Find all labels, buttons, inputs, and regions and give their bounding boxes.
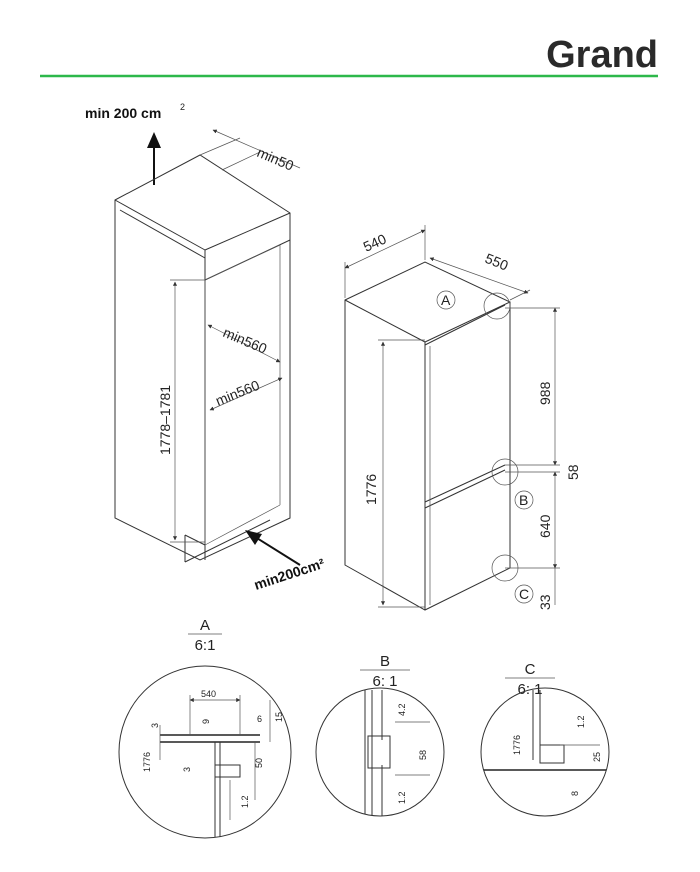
appliance-bottom-label: 33 — [537, 594, 553, 610]
bottom-vent-arrow — [251, 534, 301, 566]
appliance-drawing: 540 550 1776 988 58 640 33 A B C — [344, 225, 581, 611]
detail-c-letter: C — [525, 661, 536, 678]
callout-c: C — [519, 586, 529, 602]
detail-b-dim-1: 4.2 — [397, 703, 407, 716]
detail-b-letter: B — [380, 653, 390, 670]
appliance-depth-label: 550 — [483, 250, 511, 274]
detail-a-dim-9: 1.2 — [240, 795, 250, 808]
appliance-height-label: 1776 — [363, 474, 379, 505]
niche-width-label: min560 — [221, 324, 270, 357]
detail-a-dim-6: 1776 — [142, 752, 152, 772]
niche-drawing: min50 1778–1781 min560 min560 min200cm² — [114, 129, 327, 593]
detail-c-dim-3: 25 — [592, 752, 602, 762]
detail-b-dim-2: 58 — [418, 750, 428, 760]
detail-a-dim-3: 9 — [201, 719, 211, 724]
brand-logo: Grand — [546, 34, 658, 76]
detail-a-dim-4: 6 — [257, 714, 262, 724]
detail-a: A 6:1 540 3 9 6 15 1776 3 50 1.2 — [118, 617, 292, 839]
callout-a: A — [441, 292, 451, 308]
top-vent-note: min 200 cm 2 — [85, 102, 185, 185]
detail-b-dim-3: 1.2 — [397, 791, 407, 804]
detail-a-dim-8: 50 — [254, 758, 264, 768]
niche-height-label: 1778–1781 — [157, 385, 173, 455]
detail-c: C 6: 1 1.2 1776 25 8 — [480, 661, 610, 817]
detail-a-letter: A — [200, 617, 210, 634]
detail-b-scale: 6: 1 — [372, 673, 397, 690]
top-vent-arrowhead — [147, 132, 161, 148]
appliance-upper-label: 988 — [537, 381, 553, 405]
callout-b: B — [519, 492, 528, 508]
detail-a-dim-5: 15 — [274, 712, 284, 722]
detail-c-dim-1: 1.2 — [576, 715, 586, 728]
bottom-vent-label: min200cm² — [252, 555, 327, 593]
niche-depth-label: min560 — [213, 377, 262, 409]
detail-a-dim-1: 540 — [201, 689, 216, 699]
detail-a-scale: 6:1 — [195, 637, 216, 654]
detail-a-dim-7: 3 — [182, 767, 192, 772]
top-vent-label: min 200 cm — [85, 105, 161, 121]
appliance-width-label: 540 — [361, 231, 389, 255]
top-vent-superscript: 2 — [180, 102, 185, 112]
detail-b: B 6: 1 4.2 58 1.2 — [315, 653, 445, 817]
appliance-gap-label: 58 — [565, 464, 581, 480]
detail-c-dim-2: 1776 — [512, 735, 522, 755]
appliance-lower-label: 640 — [537, 514, 553, 538]
logo-text: Grand — [546, 34, 658, 76]
detail-c-dim-4: 8 — [570, 791, 580, 796]
niche-clearance-label: min50 — [255, 144, 297, 174]
detail-a-dim-2: 3 — [150, 723, 160, 728]
